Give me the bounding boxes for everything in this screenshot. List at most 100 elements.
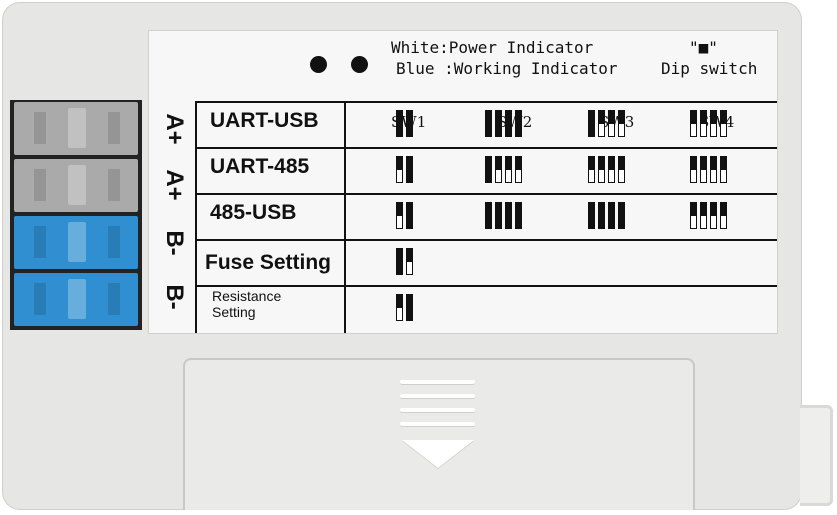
dip-switch-knob bbox=[701, 203, 706, 216]
dip-switch-position bbox=[485, 110, 492, 137]
dip-switch-position bbox=[396, 110, 403, 137]
dip-switch-position bbox=[710, 110, 717, 137]
dip-switch-knob bbox=[619, 157, 624, 170]
legend-white: White:Power Indicator bbox=[391, 38, 594, 57]
dip-switch-position bbox=[618, 156, 625, 183]
terminal-label: B- bbox=[161, 230, 188, 256]
mounting-clip bbox=[800, 405, 833, 506]
dip-switch-knob bbox=[599, 203, 604, 228]
dip-switch-knob bbox=[506, 111, 511, 136]
dip-switch-position bbox=[495, 202, 502, 229]
dip-switch-knob bbox=[397, 111, 402, 136]
dip-switch-position bbox=[406, 202, 413, 229]
dip-switch-knob bbox=[619, 111, 624, 124]
dip-symbol: "■" bbox=[689, 38, 718, 57]
dip-switch-knob bbox=[516, 203, 521, 228]
dip-switch-knob bbox=[599, 157, 604, 170]
dip-switch-position bbox=[720, 156, 727, 183]
dip-switch-position bbox=[485, 202, 492, 229]
dip-switch-label: Dip switch bbox=[661, 59, 758, 78]
dip-switch-position bbox=[608, 156, 615, 183]
terminal-label: A+ bbox=[161, 113, 188, 145]
grid-row-line bbox=[195, 101, 777, 103]
dip-switch-knob bbox=[516, 157, 521, 170]
cover-grip-line bbox=[400, 394, 475, 398]
dip-switch-knob bbox=[721, 203, 726, 216]
legend-blue: Blue :Working Indicator bbox=[396, 59, 618, 78]
cover-grip-line bbox=[400, 422, 475, 426]
dip-switch-position bbox=[396, 202, 403, 229]
mode-uart-485: UART-485 bbox=[210, 155, 310, 178]
dip-switch-position bbox=[588, 156, 595, 183]
grid-row-line bbox=[195, 239, 777, 241]
dip-switch-position bbox=[608, 202, 615, 229]
dip-switch-knob bbox=[516, 111, 521, 136]
dip-switch-knob bbox=[397, 249, 402, 274]
dip-switch-position bbox=[515, 156, 522, 183]
dip-switch-knob bbox=[691, 157, 696, 170]
dip-switch-knob bbox=[599, 111, 604, 124]
terminal-block bbox=[10, 100, 142, 330]
dip-switch-position bbox=[710, 202, 717, 229]
dip-switch-position bbox=[720, 110, 727, 137]
dip-switch-knob bbox=[691, 111, 696, 124]
dip-switch-position bbox=[598, 156, 605, 183]
dip-switch-knob bbox=[486, 111, 491, 136]
dip-switch-knob bbox=[506, 157, 511, 170]
dip-switch-knob bbox=[711, 203, 716, 216]
grid-row-line bbox=[195, 147, 777, 149]
dip-switch-knob bbox=[619, 203, 624, 228]
dip-switch-position bbox=[598, 110, 605, 137]
terminal-a-plus-1[interactable] bbox=[14, 102, 138, 155]
terminal-label: B- bbox=[161, 284, 188, 310]
dip-switch-knob bbox=[589, 203, 594, 228]
dip-switch-position bbox=[495, 110, 502, 137]
dip-switch-position bbox=[485, 156, 492, 183]
dip-switch-position bbox=[505, 202, 512, 229]
cover-grip-line bbox=[400, 380, 475, 384]
dip-switch-knob bbox=[701, 157, 706, 170]
dip-switch-position bbox=[690, 202, 697, 229]
dip-switch-position bbox=[588, 110, 595, 137]
dip-switch-position bbox=[588, 202, 595, 229]
dip-switch-knob bbox=[496, 111, 501, 136]
dip-switch-position bbox=[515, 202, 522, 229]
dip-switch-position bbox=[495, 156, 502, 183]
dip-switch-position bbox=[406, 156, 413, 183]
dip-switch-position bbox=[598, 202, 605, 229]
dip-switch-knob bbox=[609, 157, 614, 170]
dip-switch-knob bbox=[506, 203, 511, 228]
dip-switch-label-panel: White:Power Indicator Blue :Working Indi… bbox=[148, 30, 778, 334]
dip-switch-position bbox=[396, 294, 403, 321]
dip-switch-position bbox=[396, 156, 403, 183]
dip-switch-knob bbox=[407, 295, 412, 320]
dip-switch-knob bbox=[407, 249, 412, 262]
dip-switch-position bbox=[700, 202, 707, 229]
dip-switch-knob bbox=[691, 203, 696, 216]
dip-switch-position bbox=[618, 110, 625, 137]
dip-switch-knob bbox=[486, 203, 491, 228]
dip-switch-knob bbox=[407, 157, 412, 182]
dip-switch-knob bbox=[496, 157, 501, 170]
terminal-b-minus-2[interactable] bbox=[14, 273, 138, 326]
dip-switch-knob bbox=[721, 157, 726, 170]
sw3-header: SW3 bbox=[599, 113, 635, 131]
dip-switch-knob bbox=[407, 111, 412, 136]
mode-uart-usb: UART-USB bbox=[210, 109, 319, 132]
dip-switch-position bbox=[505, 156, 512, 183]
dip-switch-knob bbox=[486, 157, 491, 182]
power-led bbox=[310, 56, 327, 73]
working-led bbox=[351, 56, 368, 73]
dip-switch-position bbox=[690, 110, 697, 137]
dip-switch-knob bbox=[711, 157, 716, 170]
dip-switch-position bbox=[406, 248, 413, 275]
dip-switch-position bbox=[700, 110, 707, 137]
dip-switch-position bbox=[608, 110, 615, 137]
grid-mode-divider bbox=[344, 101, 346, 333]
dip-switch-knob bbox=[589, 157, 594, 170]
dip-switch-position bbox=[690, 156, 697, 183]
terminal-b-minus-1[interactable] bbox=[14, 216, 138, 269]
terminal-a-plus-2[interactable] bbox=[14, 159, 138, 212]
dip-switch-position bbox=[406, 294, 413, 321]
